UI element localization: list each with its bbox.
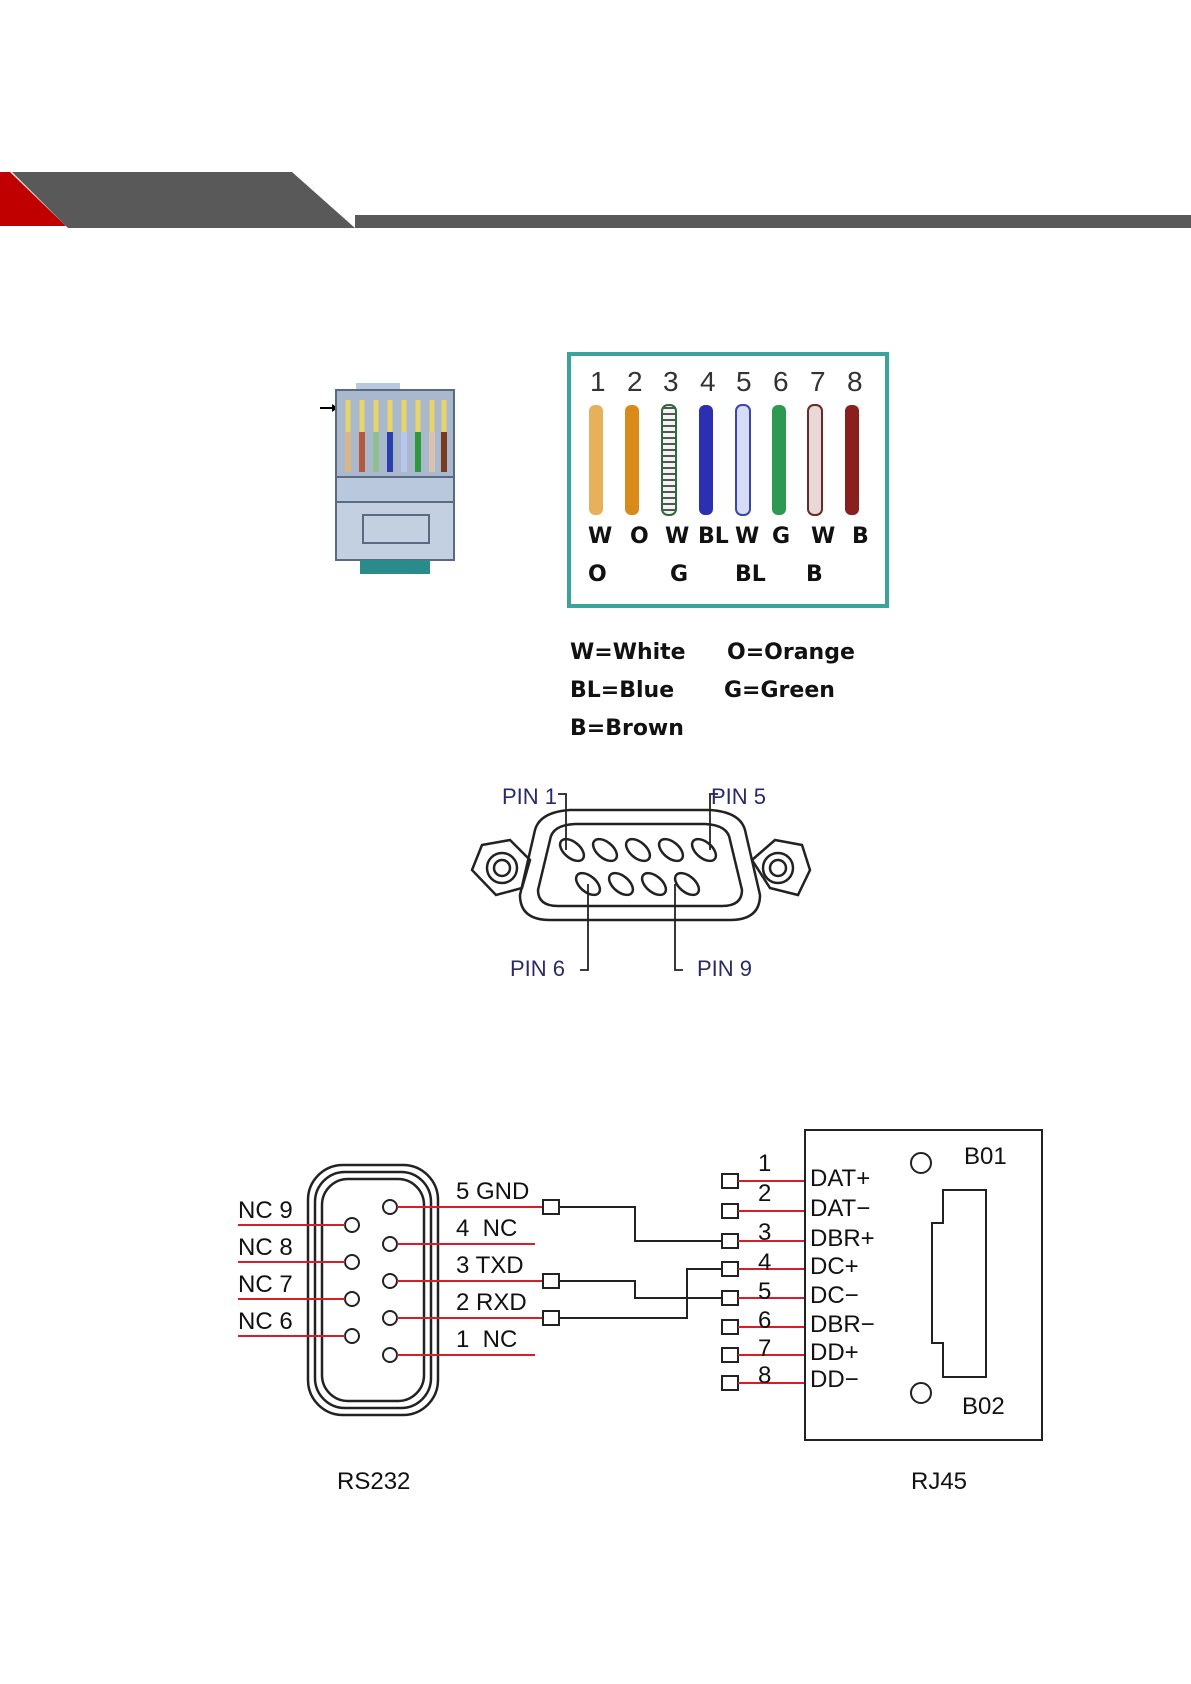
- rj45-pin-number: 3: [758, 1219, 771, 1247]
- wire-code: W: [588, 524, 612, 549]
- rj45-signal: DC−: [810, 1282, 859, 1310]
- wire-number: 2: [627, 366, 643, 398]
- wire-number: 5: [736, 366, 752, 398]
- wire-6: [772, 405, 786, 515]
- wire-code: G: [772, 524, 790, 549]
- wire-number: 7: [810, 366, 826, 398]
- wire-3: [662, 405, 676, 515]
- rs232-nc6: NC 6: [238, 1308, 293, 1336]
- rj45-signal: DAT+: [810, 1165, 870, 1193]
- rj45-signal: DD−: [810, 1366, 859, 1394]
- rs232-shell-outer: [308, 1165, 438, 1415]
- wire-code: BL: [735, 562, 766, 587]
- rj45-signal: DC+: [810, 1253, 859, 1281]
- rj45-pin-number: 5: [758, 1278, 771, 1306]
- rj45-pin-number: 8: [758, 1362, 771, 1390]
- rs232-pin3: 3 TXD: [456, 1252, 524, 1280]
- rs232-nc8: NC 8: [238, 1234, 293, 1262]
- pin5-label: PIN 5: [711, 784, 766, 810]
- wire-code: W: [811, 524, 835, 549]
- legend-white: W=White: [570, 640, 686, 665]
- rs232-pin5: 5 GND: [456, 1178, 529, 1206]
- pin9-label: PIN 9: [697, 956, 752, 982]
- wire-number: 6: [773, 366, 789, 398]
- wire-code: BL: [698, 524, 729, 549]
- wire-2: [625, 405, 639, 515]
- rj45-pin-number: 2: [758, 1180, 771, 1208]
- b02-label: B02: [962, 1393, 1005, 1421]
- wire-number: 4: [700, 366, 716, 398]
- rj45-pin-number: 4: [758, 1249, 771, 1277]
- legend-green: G=Green: [724, 678, 835, 703]
- wire-code: O: [630, 524, 649, 549]
- rs232-nc9: NC 9: [238, 1197, 293, 1225]
- wiring-diagram: [230, 1125, 1050, 1455]
- wire-8: [845, 405, 859, 515]
- rs232-pin4: 4 NC: [456, 1215, 517, 1243]
- rj45-pin-number: 6: [758, 1307, 771, 1335]
- wire-colors-graphic: [575, 395, 885, 520]
- wire-code: W: [735, 524, 759, 549]
- legend-brown: B=Brown: [570, 716, 684, 741]
- pin6-label: PIN 6: [510, 956, 565, 982]
- wire-code: B: [806, 562, 823, 587]
- b01-label: B01: [964, 1143, 1007, 1171]
- wire-7: [808, 405, 822, 515]
- wire-code: O: [588, 562, 607, 587]
- header-rule: [355, 215, 1191, 228]
- header-gray-tab: [12, 172, 355, 228]
- pin1-label: PIN 1: [502, 784, 557, 810]
- wire-code: W: [665, 524, 689, 549]
- header-banner: [0, 160, 1191, 230]
- wire-number: 8: [847, 366, 863, 398]
- rs232-caption: RS232: [337, 1468, 410, 1496]
- rj45-signal: DD+: [810, 1339, 859, 1367]
- wire-4: [699, 405, 713, 515]
- rj45-plug-illustration: [318, 380, 468, 580]
- rs232-pin1: 1 NC: [456, 1326, 517, 1354]
- wire-1: [589, 405, 603, 515]
- wire-code: G: [670, 562, 688, 587]
- rj45-caption: RJ45: [911, 1468, 967, 1496]
- wire-code: B: [852, 524, 869, 549]
- rs232-nc7: NC 7: [238, 1271, 293, 1299]
- rs232-pin2: 2 RXD: [456, 1289, 527, 1317]
- wire-5: [736, 405, 750, 515]
- rj45-signal: DBR+: [810, 1225, 875, 1253]
- rj45-pin-number: 7: [758, 1335, 771, 1363]
- rs232-shell-inner: [322, 1179, 424, 1401]
- rj45-pin-number: 1: [758, 1150, 771, 1178]
- legend-orange: O=Orange: [727, 640, 855, 665]
- rj45-signal: DBR−: [810, 1311, 875, 1339]
- wire-number: 1: [590, 366, 606, 398]
- wire-number: 3: [663, 366, 679, 398]
- rj45-signal: DAT−: [810, 1195, 870, 1223]
- legend-blue: BL=Blue: [570, 678, 674, 703]
